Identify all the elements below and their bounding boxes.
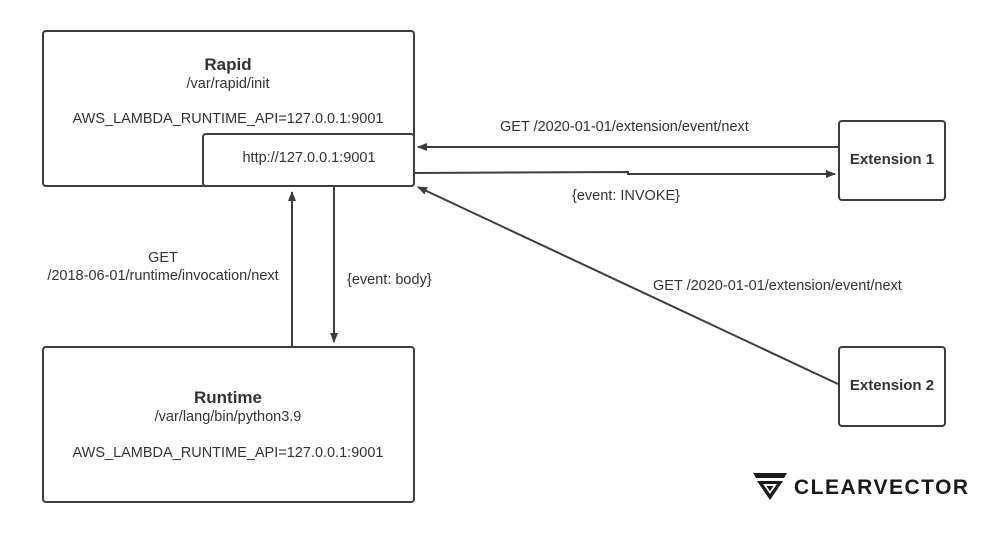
rapid-endpoint-node [202, 133, 415, 187]
extension-2-node [838, 346, 946, 427]
runtime-body-label: {event: body} [347, 272, 432, 288]
runtime-node [42, 346, 415, 503]
ext2-get-arrow [417, 186, 839, 385]
clearvector-logo: CLEARVECTOR [752, 471, 968, 503]
runtime-title: Runtime [194, 388, 262, 407]
ext1-invoke-label: {event: INVOKE} [572, 188, 681, 204]
clearvector-logo-icon [753, 473, 787, 500]
rapid-path: /var/rapid/init [186, 76, 270, 92]
rapid-endpoint-url: http://127.0.0.1:9001 [242, 150, 376, 166]
runtime-get-label-line2: /2018-06-01/runtime/invocation/next [47, 268, 279, 284]
extension-1-title: Extension 1 [849, 151, 935, 168]
rapid-title: Rapid [204, 55, 252, 74]
rapid-env: AWS_LAMBDA_RUNTIME_API=127.0.0.1:9001 [72, 111, 384, 127]
ext1-get-label: GET /2020-01-01/extension/event/next [500, 119, 749, 135]
ext2-get-label: GET /2020-01-01/extension/event/next [653, 278, 902, 294]
runtime-env: AWS_LAMBDA_RUNTIME_API=127.0.0.1:9001 [72, 445, 384, 461]
ext1-invoke-arrow [413, 170, 836, 178]
extension-2-title: Extension 2 [849, 377, 935, 394]
runtime-get-label-line1: GET [148, 250, 178, 266]
extension-1-node [838, 120, 946, 201]
clearvector-wordmark: CLEARVECTOR [794, 476, 970, 499]
runtime-path: /var/lang/bin/python3.9 [154, 409, 302, 425]
